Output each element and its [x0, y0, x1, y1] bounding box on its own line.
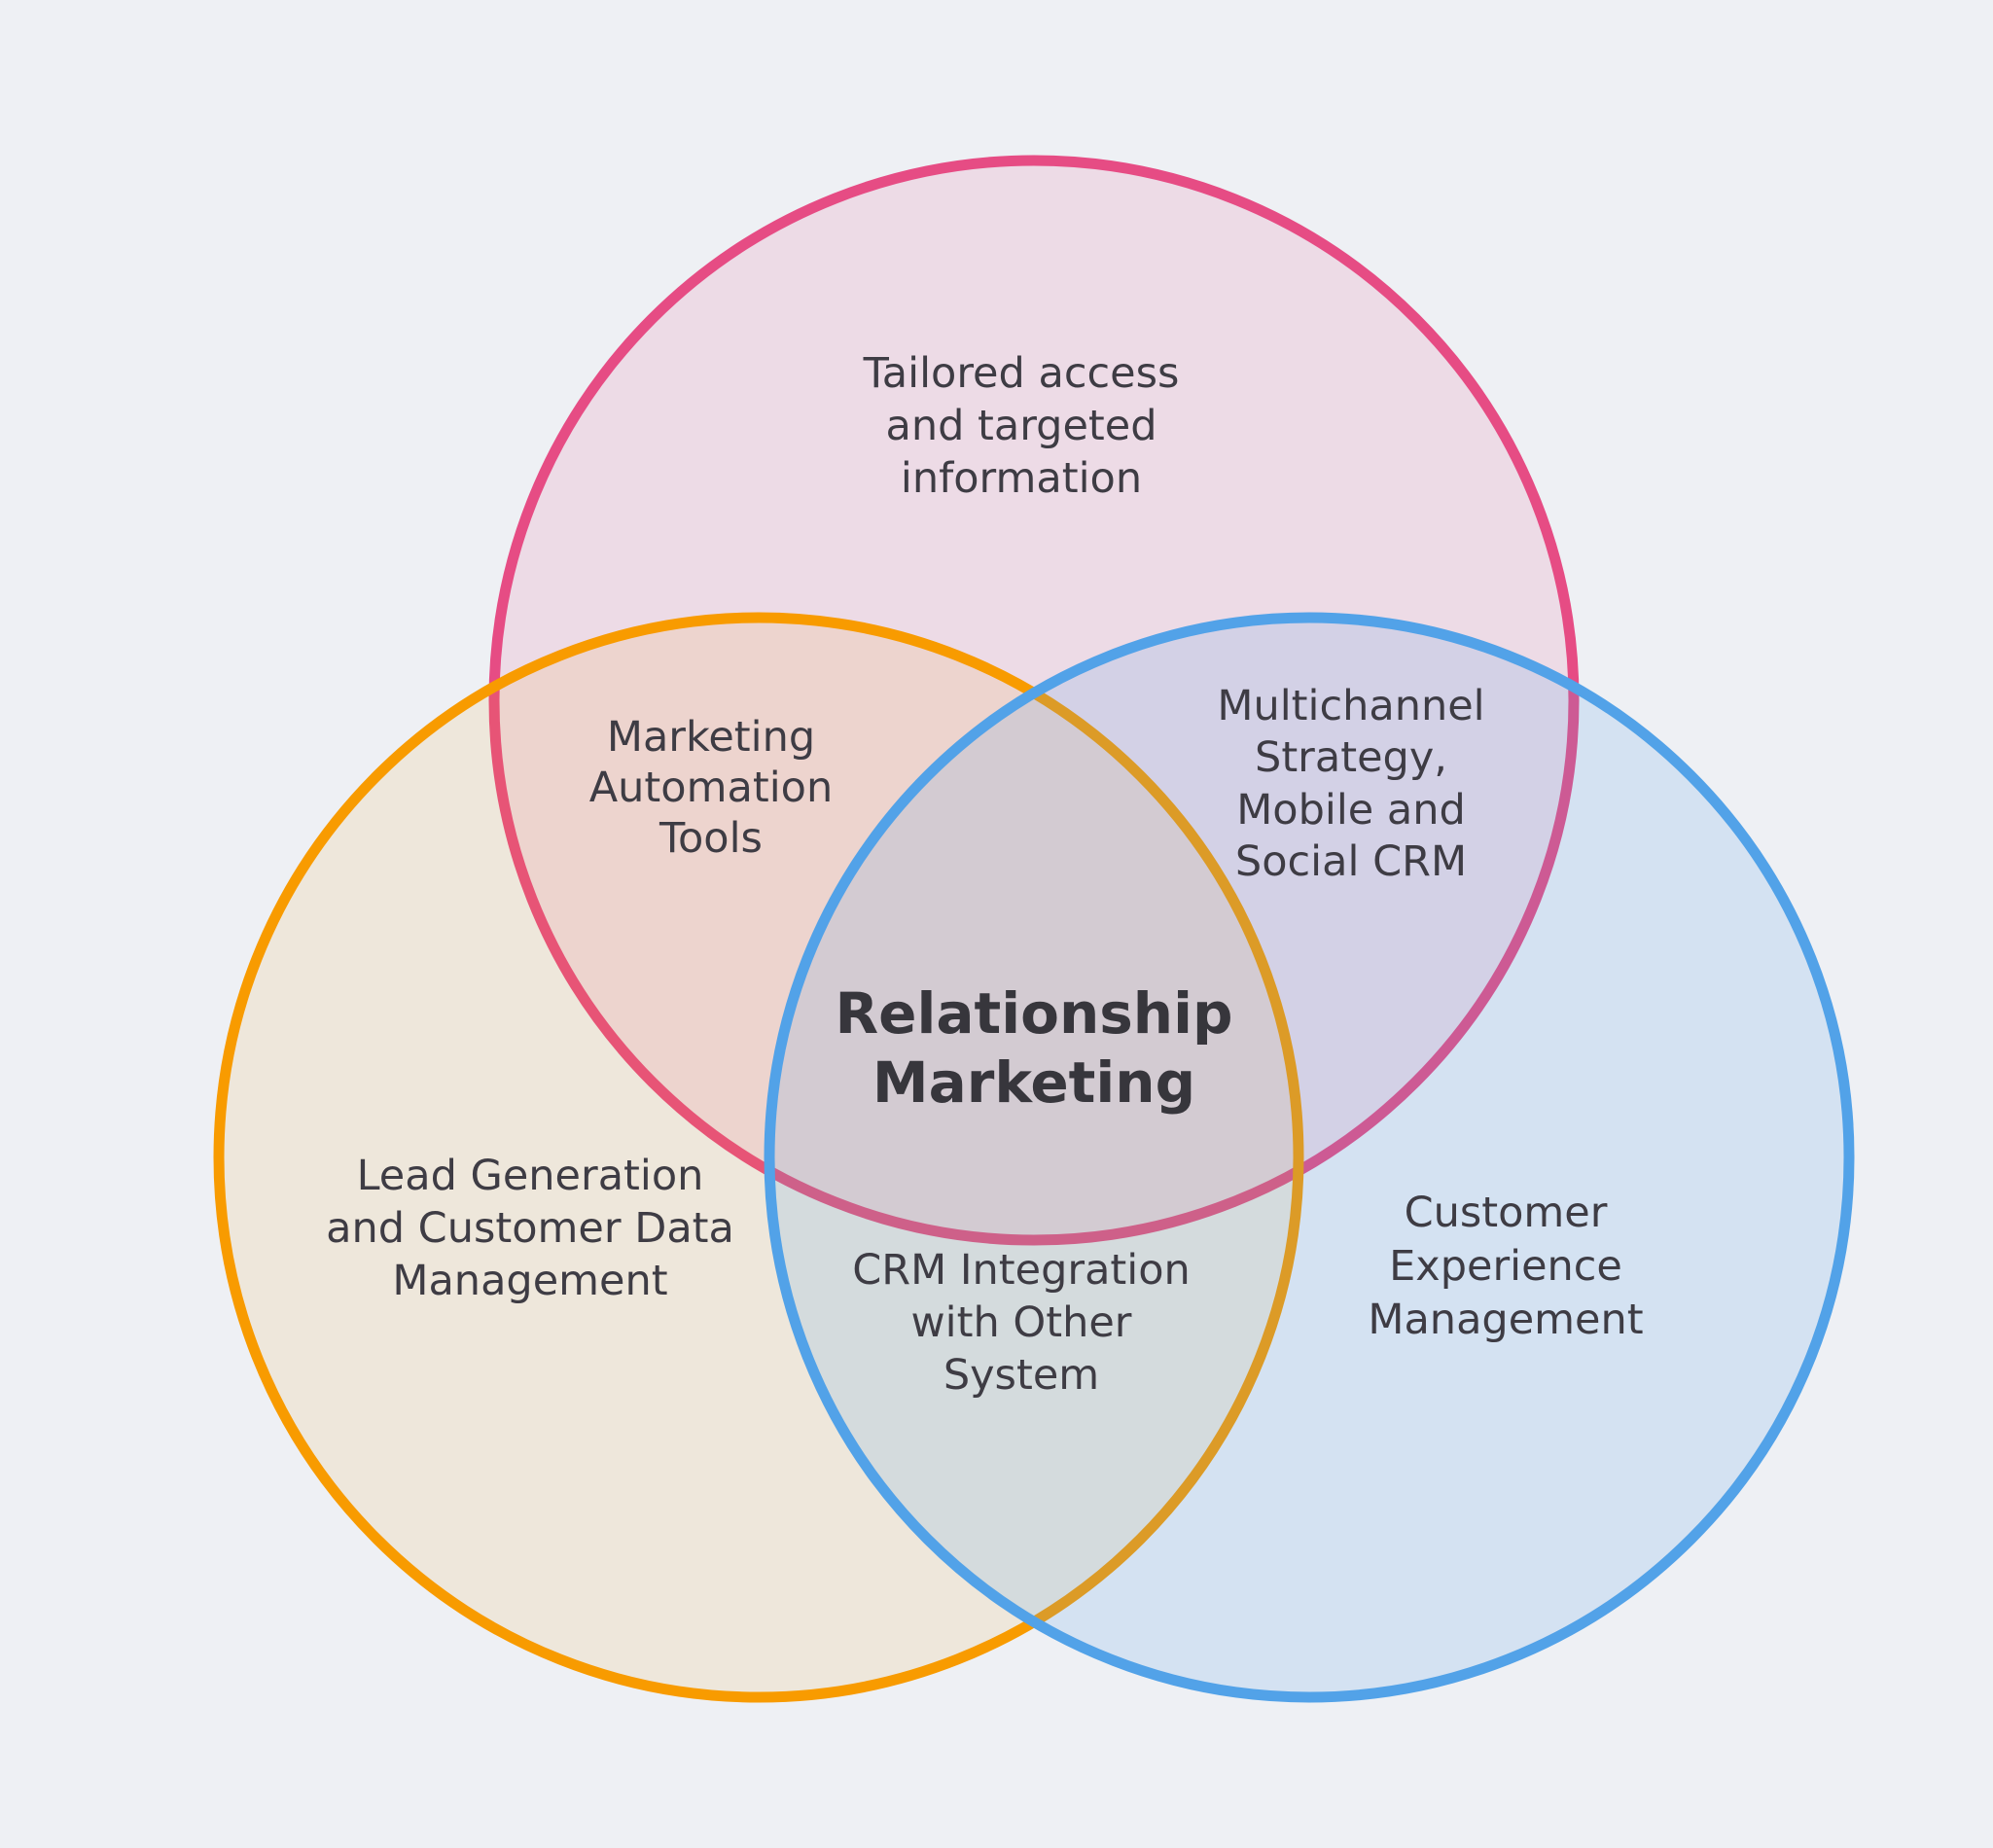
circle-lead-generation	[213, 612, 1304, 1703]
circle-tailored-access	[488, 155, 1580, 1246]
circle-customer-experience	[764, 612, 1855, 1703]
